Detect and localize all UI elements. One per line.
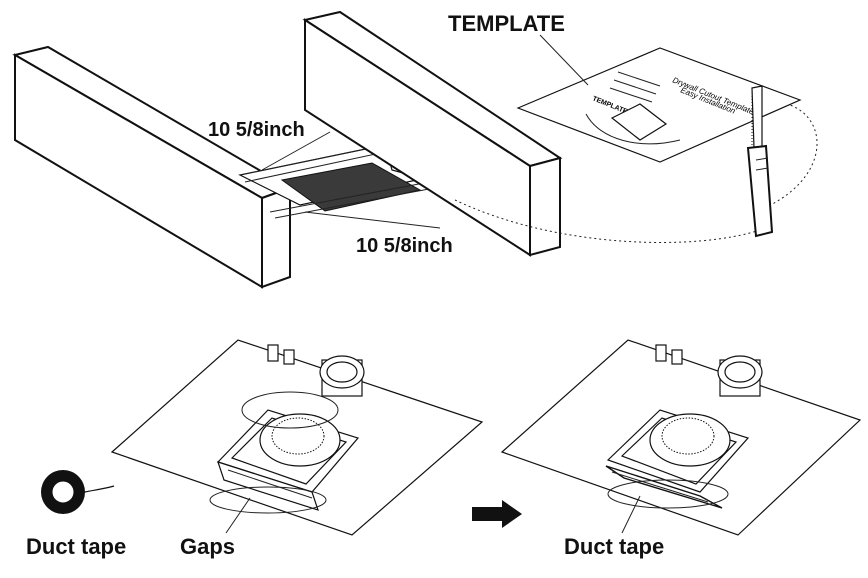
duct-tape-label-left: Duct tape [26, 534, 126, 559]
template-sheet: Drywall Cutout Template Easy Installatio… [448, 11, 802, 163]
left-joist [12, 45, 293, 289]
drywall-saw-icon [746, 85, 774, 238]
dimension-label-top: 10 5/8inch [208, 119, 305, 141]
joist-scene: 10 5/8inch 10 5/8inch [12, 10, 818, 289]
duct-tape-label-right: Duct tape [564, 534, 664, 559]
right-joist [302, 10, 563, 257]
arrow-right-icon [472, 500, 522, 528]
ceiling-with-duct-tape [500, 339, 862, 536]
ceiling-opening [280, 162, 422, 212]
ceiling-with-gaps [110, 339, 484, 536]
duct-tape-roll-icon [41, 470, 115, 514]
dimension-label-bottom: 10 5/8inch [356, 235, 453, 257]
template-label: TEMPLATE [448, 11, 565, 36]
gaps-label: Gaps [180, 534, 235, 559]
